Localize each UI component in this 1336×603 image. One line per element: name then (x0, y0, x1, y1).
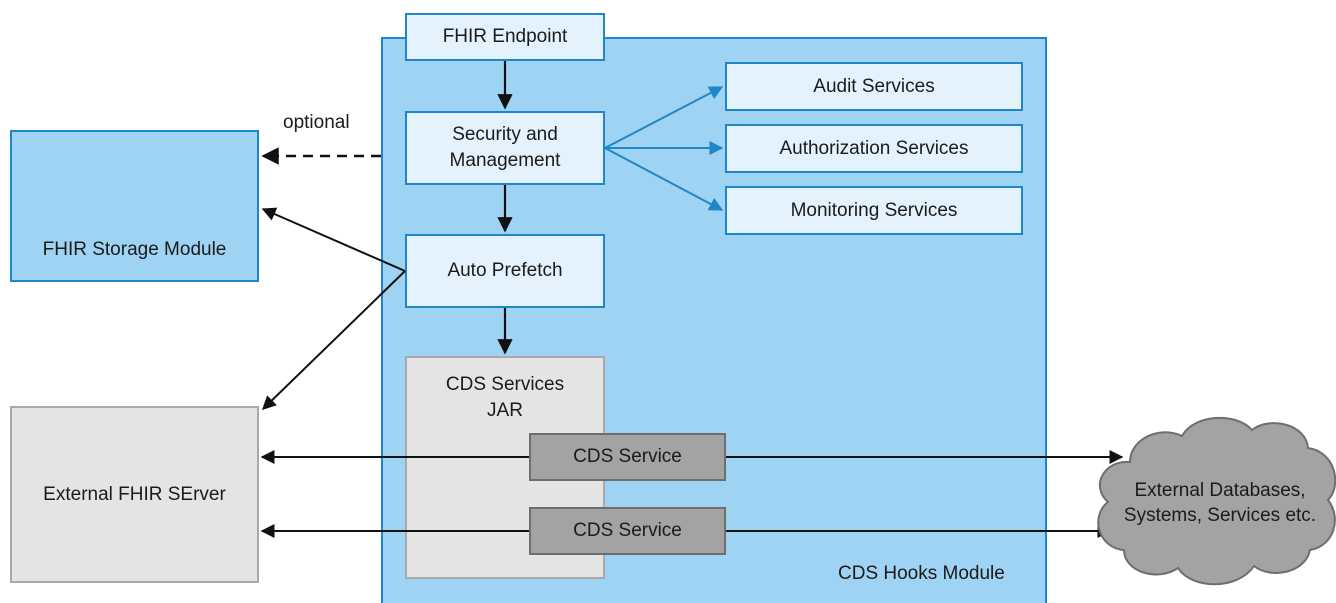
external-fhir-server-node: External FHIR SErver (10, 406, 259, 583)
cloud-icon (1097, 417, 1336, 586)
cds-services-jar-label: CDS Services JAR (445, 374, 565, 421)
arrow-prefetch-to-storage (261, 207, 406, 272)
monitoring-services-label: Monitoring Services (790, 199, 958, 221)
fhir-endpoint-node: FHIR Endpoint (405, 13, 605, 61)
external-fhir-server-label: External FHIR SErver (43, 483, 226, 505)
arrow-prefetch-to-external-server (261, 270, 406, 410)
cds-service-node-1: CDS Service (529, 433, 726, 481)
arrow-security-to-monitoring (604, 147, 724, 211)
fhir-endpoint-label: FHIR Endpoint (442, 26, 568, 48)
audit-services-label: Audit Services (813, 75, 935, 97)
authorization-services-label: Authorization Services (779, 137, 969, 159)
optional-label: optional (283, 112, 350, 133)
security-management-label: Security and Management (449, 124, 561, 171)
audit-services-node: Audit Services (725, 62, 1023, 111)
security-management-node: Security and Management (405, 111, 605, 185)
cds-service-node-2: CDS Service (529, 507, 726, 555)
cds-service-label-2: CDS Service (573, 520, 682, 542)
external-databases-label: External Databases, Systems, Services et… (1123, 480, 1317, 527)
monitoring-services-node: Monitoring Services (725, 186, 1023, 235)
cds-service-label-1: CDS Service (573, 446, 682, 468)
auto-prefetch-node: Auto Prefetch (405, 234, 605, 308)
fhir-storage-module-label: FHIR Storage Module (42, 239, 227, 261)
cds-hooks-module-label: CDS Hooks Module (838, 563, 1005, 584)
fhir-storage-module-node: FHIR Storage Module (10, 130, 259, 282)
auto-prefetch-label: Auto Prefetch (447, 260, 563, 282)
authorization-services-node: Authorization Services (725, 124, 1023, 173)
arrow-security-to-audit (604, 86, 724, 149)
